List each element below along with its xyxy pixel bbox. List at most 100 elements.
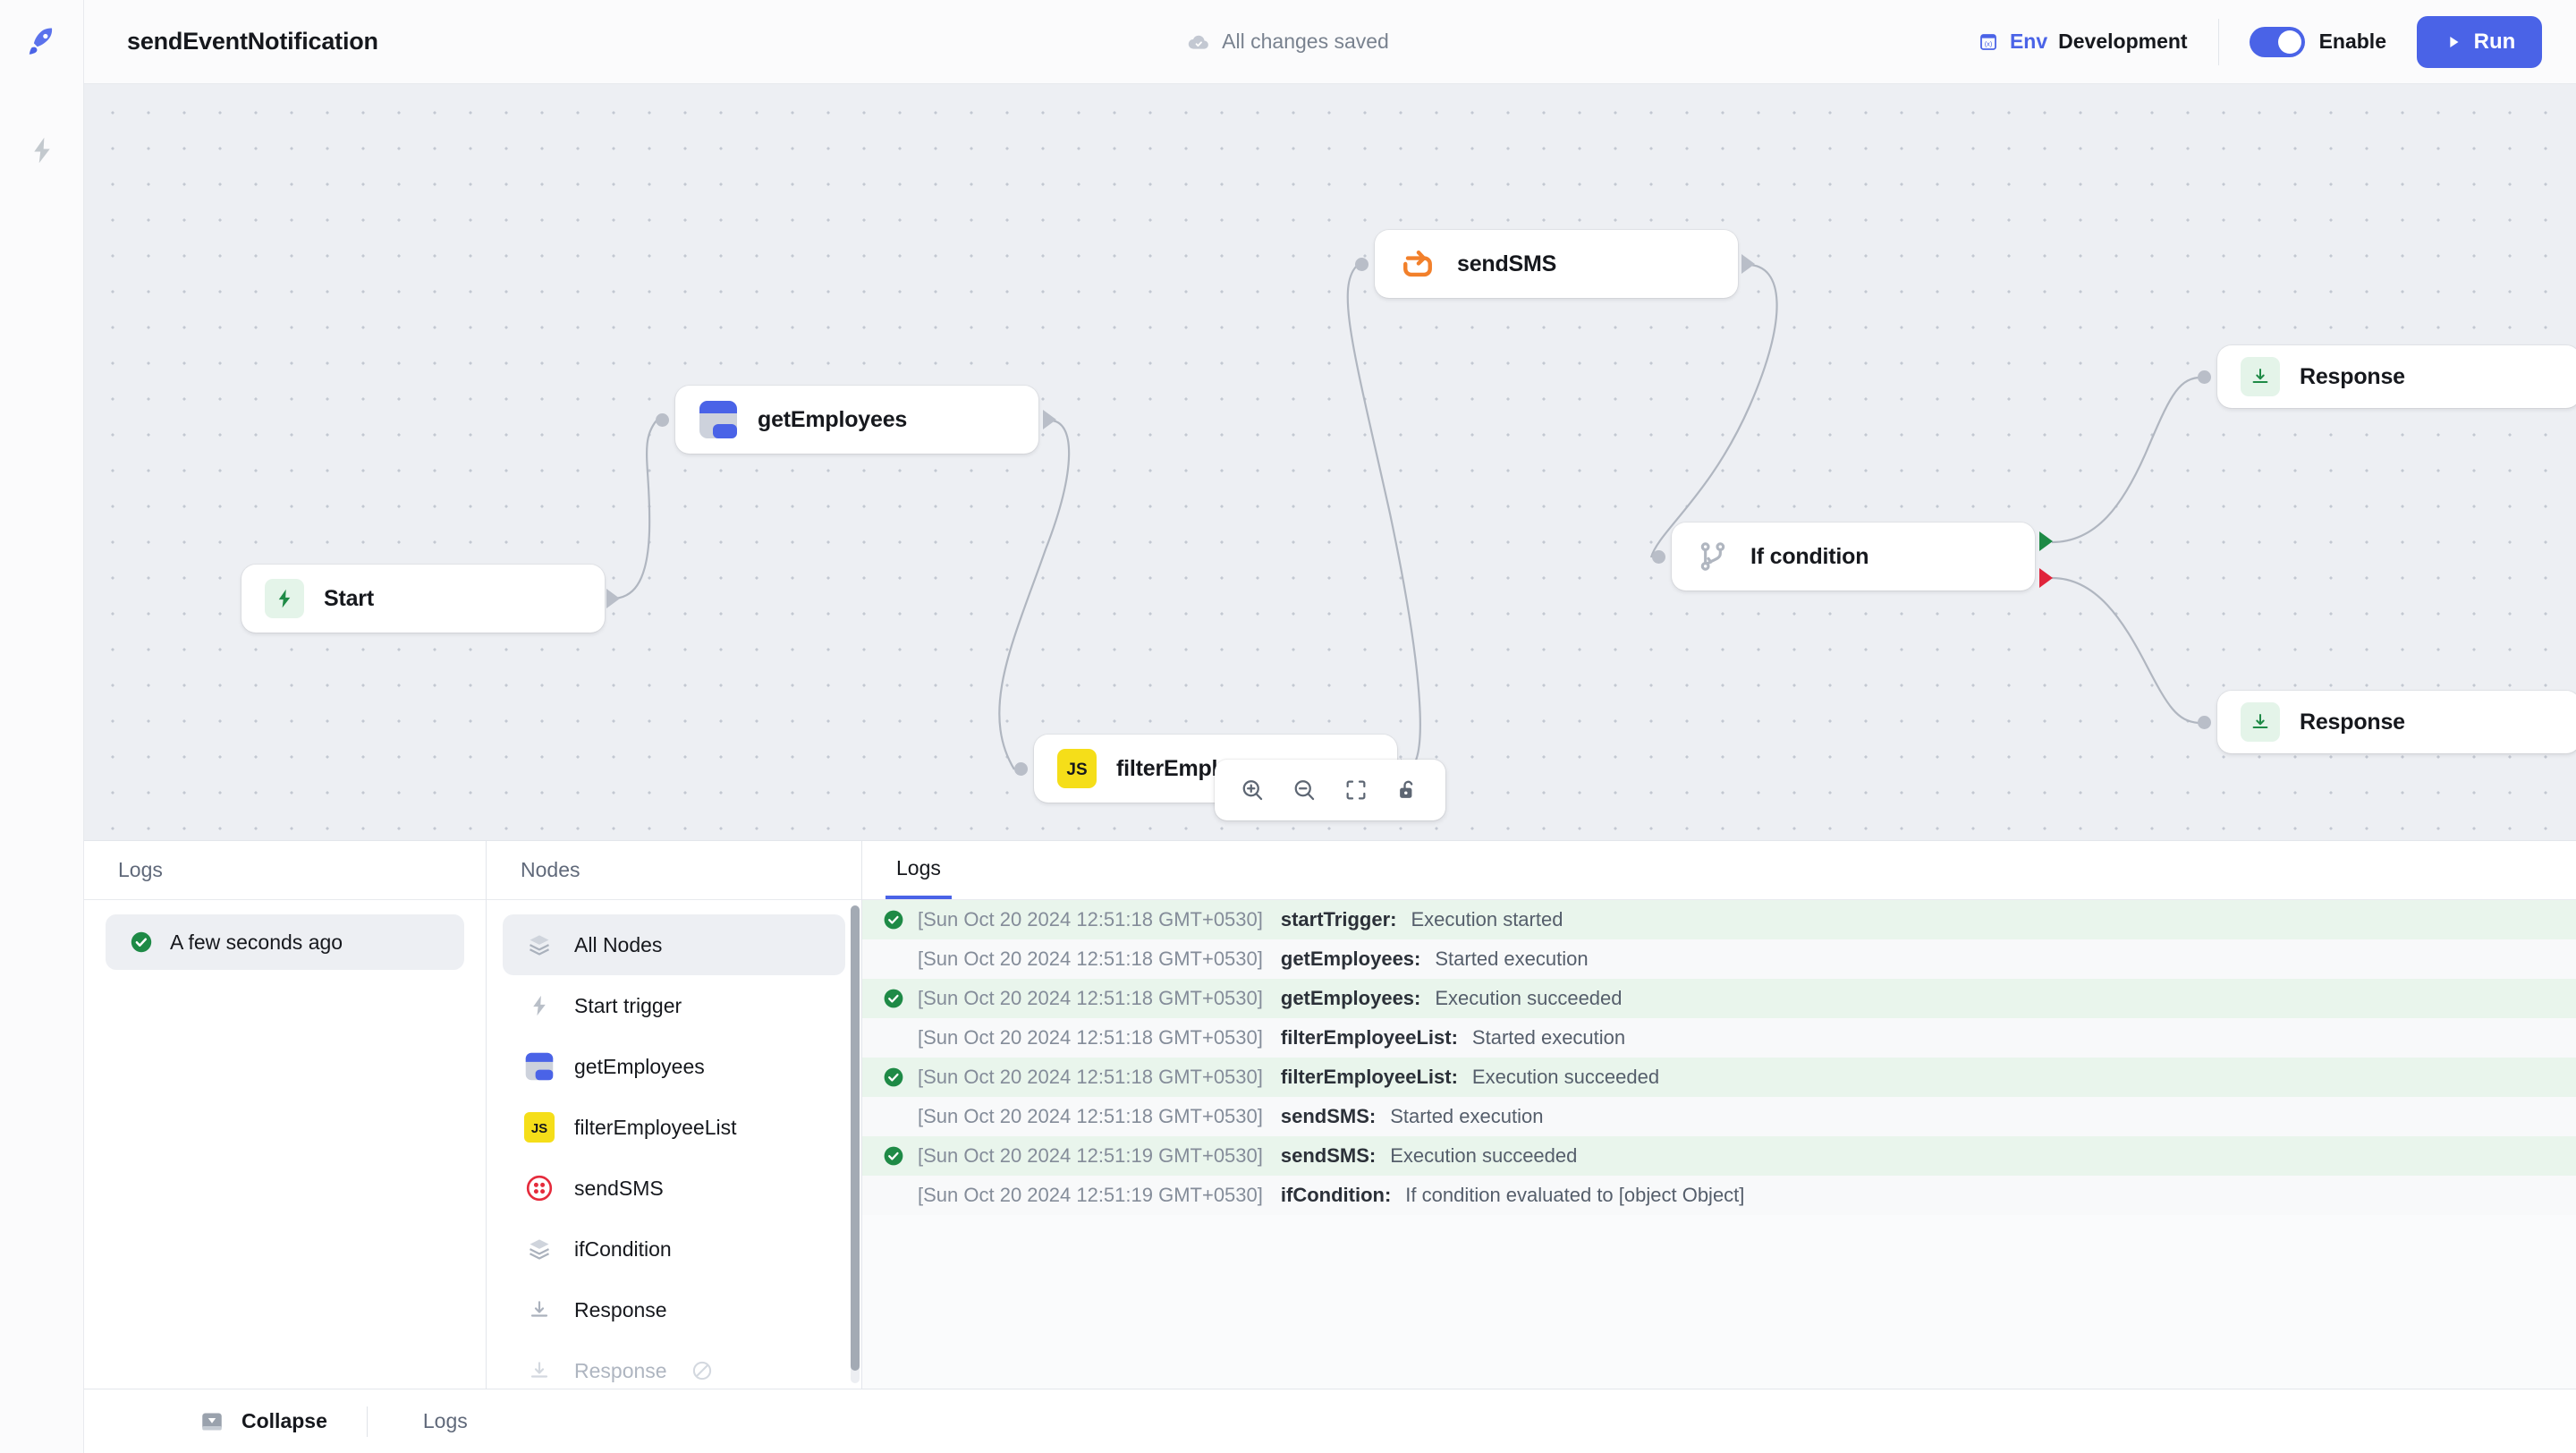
log-row: [Sun Oct 20 2024 12:51:18 GMT+0530] star… xyxy=(862,900,2576,939)
response-download-icon xyxy=(2241,357,2280,396)
node-port-in[interactable] xyxy=(1355,258,1368,271)
nodes-list-item-all[interactable]: All Nodes xyxy=(503,914,845,975)
panel-footer: Collapse Logs xyxy=(84,1389,2576,1453)
top-bar-actions: (x) Env Development Enable Run xyxy=(1978,0,2576,83)
git-branch-icon xyxy=(1695,539,1731,574)
logs-list[interactable]: [Sun Oct 20 2024 12:51:18 GMT+0530] star… xyxy=(862,900,2576,1389)
canvas-node-start[interactable]: Start xyxy=(242,565,605,633)
log-timestamp: [Sun Oct 20 2024 12:51:18 GMT+0530] xyxy=(918,908,1263,930)
nodes-panel-header: Nodes xyxy=(487,841,861,900)
nodes-list-item-label: Response xyxy=(574,1297,667,1321)
canvas-node-ifcondition[interactable]: If condition xyxy=(1672,523,2035,591)
nodes-scrollbar-thumb[interactable] xyxy=(851,905,860,1371)
api-block-icon xyxy=(699,400,738,439)
api-block-icon xyxy=(524,1051,555,1082)
canvas-node-response-false[interactable]: Response xyxy=(2217,691,2576,753)
canvas-node-getemployees[interactable]: getEmployees xyxy=(675,386,1038,454)
zoom-in-button[interactable] xyxy=(1233,770,1272,810)
node-port-out[interactable] xyxy=(606,589,620,608)
log-timestamp: [Sun Oct 20 2024 12:51:18 GMT+0530] xyxy=(918,947,1263,970)
nodes-list-item-filteremployeelist[interactable]: JS filterEmployeeList xyxy=(503,1097,845,1158)
env-selector[interactable]: (x) Env Development xyxy=(1978,30,2218,54)
nodes-list-item-label: sendSMS xyxy=(574,1176,664,1200)
svg-text:JS: JS xyxy=(1066,760,1087,779)
canvas-toolbar xyxy=(1215,760,1445,820)
canvas-node-label: getEmployees xyxy=(758,406,908,432)
zoom-out-button[interactable] xyxy=(1284,770,1324,810)
nodes-list-item-label: filterEmployeeList xyxy=(574,1115,737,1139)
rail-item-triggers[interactable] xyxy=(19,127,65,174)
nodes-list-item-sendsms[interactable]: sendSMS xyxy=(503,1158,845,1219)
canvas-node-sendsms[interactable]: sendSMS xyxy=(1375,230,1738,298)
log-timestamp: [Sun Oct 20 2024 12:51:18 GMT+0530] xyxy=(918,1105,1263,1127)
lightning-bolt-icon xyxy=(265,579,304,618)
lock-toggle-button[interactable] xyxy=(1388,770,1428,810)
log-row: [Sun Oct 20 2024 12:51:18 GMT+0530] filt… xyxy=(862,1018,2576,1058)
logs-panel: Logs [Sun Oct 20 2024 12:51:18 GMT+0530]… xyxy=(862,841,2576,1389)
runs-panel: Logs A few seconds ago xyxy=(84,841,487,1389)
log-message: Execution succeeded xyxy=(1435,987,1623,1009)
fit-view-icon xyxy=(1346,780,1366,800)
log-message: Started execution xyxy=(1471,1026,1626,1049)
log-node-name: filterEmployeeList: xyxy=(1280,1026,1458,1049)
collapse-down-icon xyxy=(202,1413,222,1430)
log-row: [Sun Oct 20 2024 12:51:18 GMT+0530] getE… xyxy=(862,939,2576,979)
flow-canvas[interactable]: Start getEmployees xyxy=(84,84,2576,840)
nodes-list-item-ifcondition[interactable]: ifCondition xyxy=(503,1219,845,1279)
env-label: Env xyxy=(2009,30,2048,53)
nodes-list-item-getemployees[interactable]: getEmployees xyxy=(503,1036,845,1097)
layers-icon xyxy=(524,1234,555,1264)
tab-logs[interactable]: Logs xyxy=(886,840,952,899)
save-status-text: All changes saved xyxy=(1222,30,1389,53)
log-node-name: startTrigger: xyxy=(1280,908,1397,930)
enable-toggle[interactable] xyxy=(2249,26,2305,57)
node-port-in[interactable] xyxy=(2198,370,2211,384)
nodes-list-item-response-1[interactable]: Response xyxy=(503,1279,845,1340)
left-rail xyxy=(0,84,84,1453)
canvas-node-label: Response xyxy=(2300,709,2405,735)
zoom-out-icon xyxy=(1294,780,1315,801)
log-message: Started execution xyxy=(1435,947,1589,970)
run-list-item[interactable]: A few seconds ago xyxy=(106,914,464,970)
enable-toggle-group[interactable]: Enable xyxy=(2219,26,2417,57)
node-port-in[interactable] xyxy=(2198,716,2211,729)
divider xyxy=(366,1406,368,1437)
node-port-in[interactable] xyxy=(1014,762,1028,776)
logs-panel-header: Logs xyxy=(862,841,2576,900)
env-value: Development xyxy=(2058,30,2188,53)
bottom-panel-columns: Logs A few seconds ago xyxy=(84,841,2576,1389)
rocket-icon xyxy=(29,28,52,55)
nodes-list-item-label: ifCondition xyxy=(574,1236,672,1261)
log-timestamp: [Sun Oct 20 2024 12:51:18 GMT+0530] xyxy=(918,1026,1263,1049)
runs-panel-header: Logs xyxy=(84,841,486,900)
fit-view-button[interactable] xyxy=(1336,770,1376,810)
node-port-out-true[interactable] xyxy=(2039,531,2053,551)
top-bar: sendEventNotification All changes saved … xyxy=(0,0,2576,84)
node-port-out[interactable] xyxy=(1043,410,1056,429)
run-button[interactable]: Run xyxy=(2417,15,2542,68)
nodes-list-item-label: getEmployees xyxy=(574,1054,705,1078)
nodes-panel-title: Nodes xyxy=(521,858,580,881)
lock-toggle-icon xyxy=(1400,780,1413,798)
check-circle-icon xyxy=(882,1144,918,1168)
cloud-check-icon xyxy=(1188,35,1208,49)
footer-logs-tab[interactable]: Logs xyxy=(422,1409,468,1432)
log-node-name: getEmployees: xyxy=(1280,987,1421,1009)
brand-logo-button[interactable] xyxy=(0,0,84,84)
check-circle-icon xyxy=(882,908,918,931)
node-port-out[interactable] xyxy=(1741,254,1755,274)
js-icon: JS xyxy=(524,1112,555,1143)
node-port-out-false[interactable] xyxy=(2039,568,2053,588)
node-port-in[interactable] xyxy=(656,413,669,427)
node-port-in[interactable] xyxy=(1652,550,1665,564)
canvas-node-response-true[interactable]: Response xyxy=(2217,345,2576,408)
nodes-list-item-response-2[interactable]: Response xyxy=(503,1340,845,1389)
canvas-node-label: sendSMS xyxy=(1457,251,1557,276)
log-row: [Sun Oct 20 2024 12:51:19 GMT+0530] ifCo… xyxy=(862,1176,2576,1215)
run-list-item-label: A few seconds ago xyxy=(170,930,343,954)
collapse-label: Collapse xyxy=(242,1409,327,1432)
log-row: [Sun Oct 20 2024 12:51:19 GMT+0530] send… xyxy=(862,1136,2576,1176)
collapse-button[interactable]: Collapse xyxy=(199,1408,367,1435)
response-download-icon xyxy=(524,1355,555,1386)
nodes-list-item-start-trigger[interactable]: Start trigger xyxy=(503,975,845,1036)
